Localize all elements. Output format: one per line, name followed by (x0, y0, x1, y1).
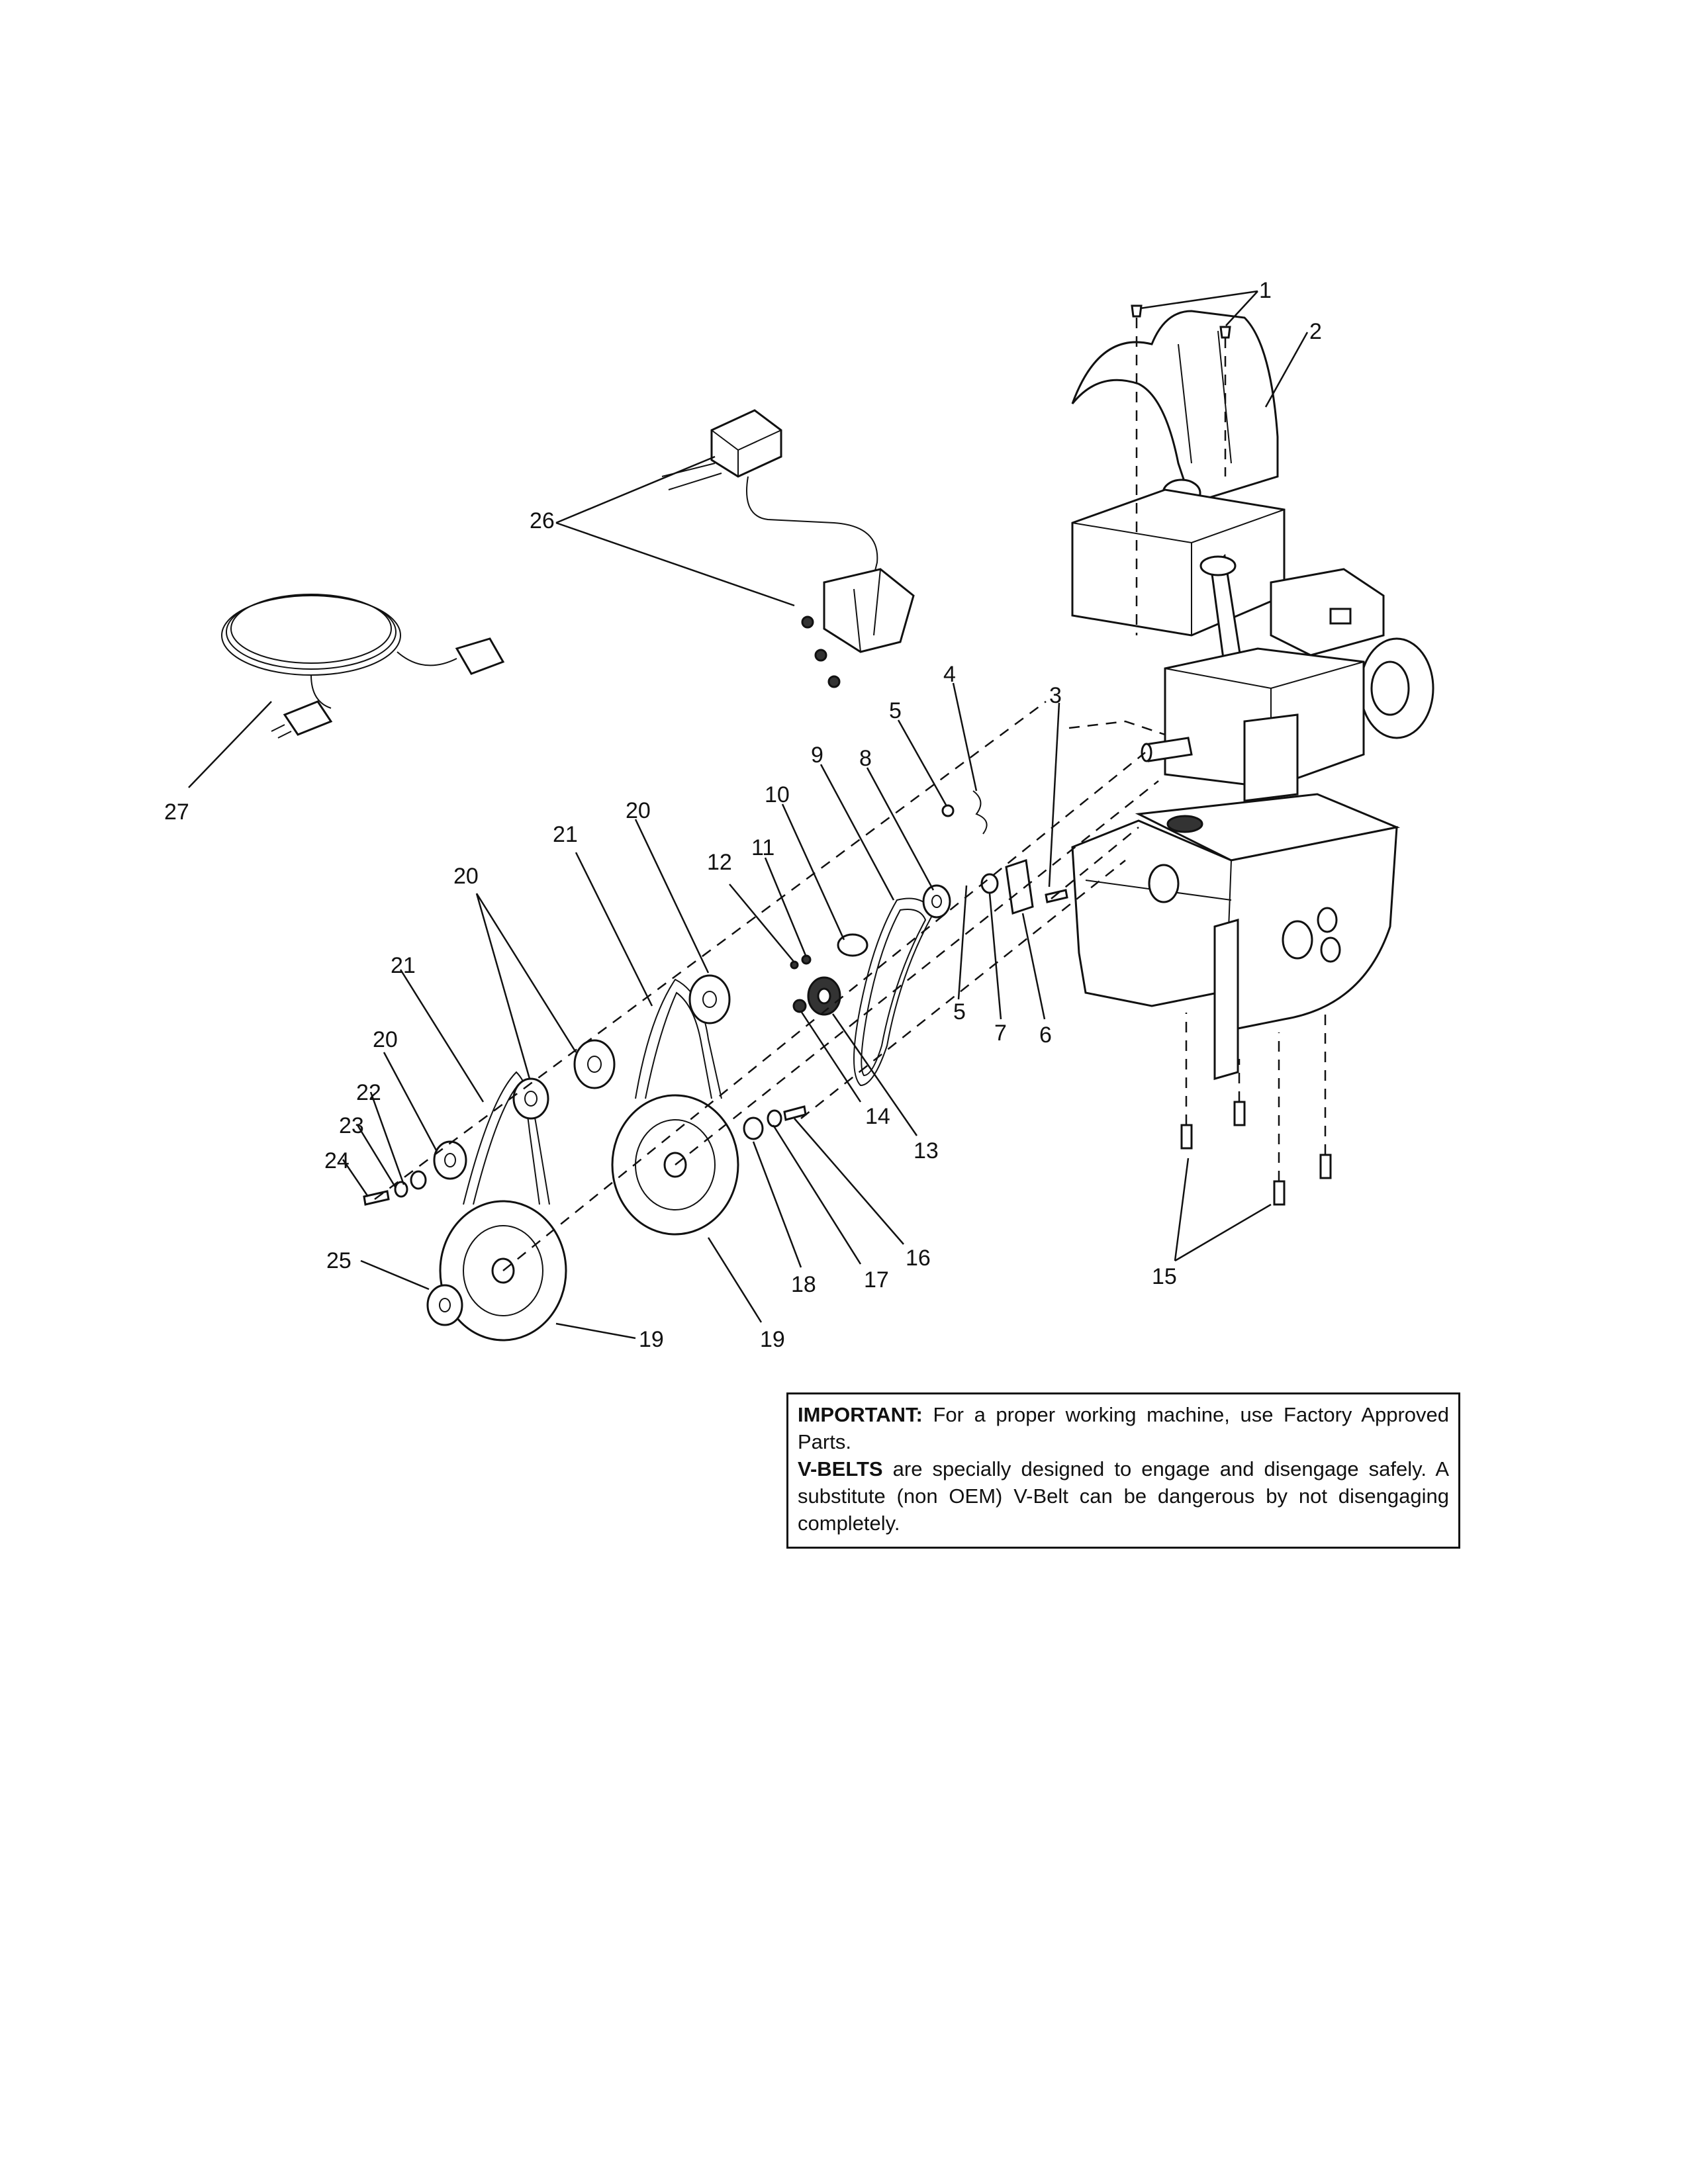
callout-23: 23 (339, 1113, 364, 1138)
callout-20-lower: 20 (373, 1027, 398, 1052)
assembly-lines (374, 318, 1327, 1271)
important-paragraph: IMPORTANT: For a proper working machine,… (798, 1401, 1449, 1455)
callout-22: 22 (356, 1080, 381, 1105)
callout-26: 26 (530, 508, 555, 533)
callout-21-upper: 21 (553, 822, 578, 847)
callout-20-middle: 20 (453, 864, 479, 889)
callout-10: 10 (765, 782, 790, 807)
callout-6: 6 (1039, 1023, 1052, 1048)
callout-13: 13 (914, 1138, 939, 1163)
callout-15: 15 (1152, 1264, 1177, 1289)
callout-25: 25 (326, 1248, 352, 1273)
small-hardware (363, 304, 1332, 1326)
engine-assembly (1071, 310, 1434, 1080)
important-text: For a proper working machine, use Factor… (798, 1403, 1449, 1453)
vbelts-text: are specially designed to engage and dis… (798, 1457, 1449, 1535)
callout-5-upper: 5 (889, 698, 902, 723)
important-label: IMPORTANT: (798, 1403, 923, 1426)
callout-8: 8 (859, 746, 872, 771)
callout-24: 24 (324, 1148, 350, 1173)
callout-19-front: 19 (639, 1327, 664, 1352)
callout-17: 17 (864, 1267, 889, 1293)
vbelts-label: V-BELTS (798, 1457, 883, 1480)
extension-cord (221, 594, 505, 739)
callout-20-top: 20 (626, 798, 651, 823)
electric-starter-assembly (661, 409, 915, 688)
callout-5-lower: 5 (953, 999, 966, 1024)
callout-16: 16 (906, 1246, 931, 1271)
callout-14: 14 (865, 1104, 890, 1129)
callout-19-rear: 19 (760, 1327, 785, 1352)
callout-7: 7 (994, 1021, 1007, 1046)
vbelts-paragraph: V-BELTS are specially designed to engage… (798, 1455, 1449, 1537)
callout-2: 2 (1309, 319, 1322, 344)
callout-9: 9 (811, 743, 823, 768)
callout-4: 4 (943, 662, 956, 687)
important-notice-box: IMPORTANT: For a proper working machine,… (786, 1392, 1460, 1549)
callout-27: 27 (164, 799, 189, 825)
callout-18: 18 (791, 1272, 816, 1297)
callout-11: 11 (751, 835, 774, 860)
leader-lines (188, 290, 1309, 1340)
callout-labels: 1 2 3 4 5 5 6 7 8 9 10 11 12 13 14 15 16… (164, 278, 1322, 1352)
callout-1: 1 (1259, 278, 1272, 303)
callout-21-lower: 21 (391, 953, 416, 978)
callout-12: 12 (707, 850, 732, 875)
callout-3: 3 (1049, 683, 1062, 708)
